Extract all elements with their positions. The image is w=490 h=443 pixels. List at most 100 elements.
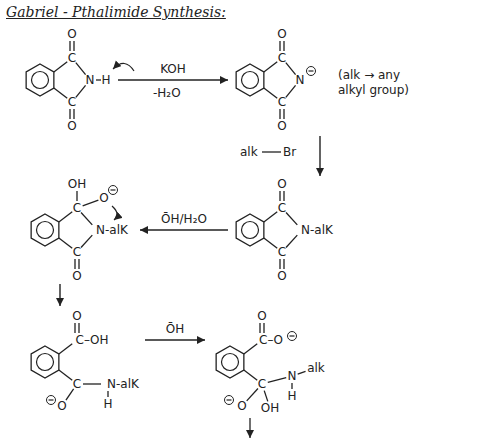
aromatic-circle [242,72,259,89]
bond-line [262,151,281,152]
curly-arrow [112,206,117,220]
title: Gabriel - Pthalimide Synthesis: [6,4,226,20]
atom-label: C [73,245,81,259]
bond-line [74,259,75,269]
atom-label: C [258,377,266,391]
benzene-ring [236,64,264,96]
reaction-arrow [319,136,320,176]
bond-line [78,323,79,333]
atom-label: alk [307,361,325,375]
atom-label: C [68,51,76,65]
reaction-arrow [59,284,60,306]
annotation: Br [283,145,296,160]
benzene-ring [31,346,59,378]
atom-label: N-alK [96,223,128,237]
atom-label: N [296,73,305,87]
bond-line [54,88,67,98]
continuation-arrow [249,418,250,438]
bond-line [283,109,284,119]
bond-line [286,212,297,224]
bond-line [69,109,70,119]
atom-label: O [72,269,81,283]
atom-label: O [277,27,286,41]
bond-line [59,212,72,222]
atom-label: O [67,119,76,133]
negative-charge [111,189,116,190]
molecule-structure: OCNCO [228,28,330,136]
bond-line [81,235,92,247]
negative-charge [288,332,297,341]
bond-line [76,191,77,201]
bond-line [264,88,277,98]
benzene-ring [31,214,59,246]
atom-label: O [237,399,246,413]
atom-label: O [257,309,266,323]
bond-line [59,238,72,248]
negative-charge [109,186,118,195]
atom-label: O [277,177,286,191]
negative-charge [227,399,232,400]
bond-line [96,79,101,80]
negative-charge [49,399,54,400]
aromatic-circle [242,222,259,239]
curly-arrow [113,63,134,71]
bond-line [264,391,268,402]
annotation: (alk → any alkyl group) [338,68,430,98]
atom-label: H [287,389,296,403]
bond-line [283,259,284,269]
atom-label: O [72,309,81,323]
reagent-label: KOH [158,62,188,76]
atom-label: O [67,27,76,41]
bond-line [268,378,286,383]
negative-charge [225,396,234,405]
atom-label: N [86,73,95,87]
bond-line [286,63,296,75]
bond-line [107,391,108,397]
annotation: -H₂O [153,86,181,101]
bond-line [264,62,277,72]
bond-line [259,323,260,333]
bond-line [286,85,296,97]
reaction-arrow [140,229,228,230]
bond-line [59,370,72,380]
reagent-label: ŌH/H₂O [159,212,209,226]
atom-label: C [278,245,286,259]
bond-line [76,85,86,97]
atom-label: OH [68,177,86,191]
bond-line [283,191,284,201]
reaction-arrow [118,79,228,80]
aromatic-circle [222,354,239,371]
bond-line [76,63,86,75]
bond-line [264,238,277,248]
bond-line [244,370,257,380]
atom-label: O [99,191,108,205]
molecule-structure: OHCON-alKCO [20,176,140,284]
bond-line [83,200,99,206]
atom-label: C [73,377,81,391]
aromatic-circle [37,222,54,239]
bond-line [74,323,75,333]
bond-line [264,212,277,222]
bond-line [247,388,258,400]
bond-line [66,389,74,400]
negative-charge [47,396,56,405]
benzene-ring [216,346,244,378]
atom-label: C–OH [76,333,109,347]
atom-label: C [68,95,76,109]
bond-line [54,62,67,72]
atom-label: H [103,397,112,411]
reagent-label: ŌH [164,322,186,336]
bond-line [291,383,292,389]
atom-label: N-alK [301,223,333,237]
molecule-structure: OCNHCO [18,28,118,136]
bond-line [83,383,101,384]
aromatic-circle [32,72,49,89]
atom-label: OH [261,401,279,415]
bond-line [244,344,257,354]
negative-charge [290,335,295,336]
bond-line [78,259,79,269]
bond-line [73,41,74,51]
benzene-ring [236,214,264,246]
